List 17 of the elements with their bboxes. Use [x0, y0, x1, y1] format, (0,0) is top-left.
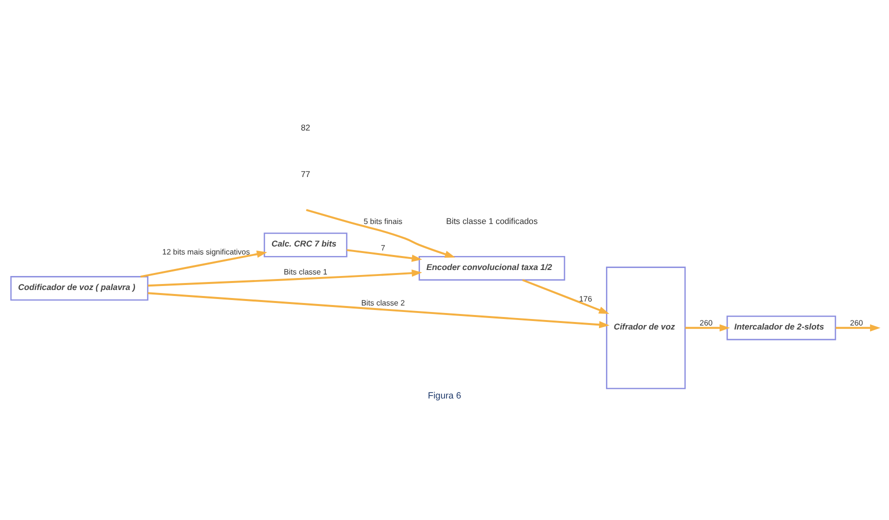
arrow	[685, 324, 730, 332]
node-box: Calc. CRC 7 bits	[264, 232, 348, 258]
arrow	[306, 209, 456, 258]
node-box: Codificador de voz ( palavra )	[10, 276, 148, 301]
arrow	[346, 249, 422, 262]
label: Bits classe 1 codificados	[446, 216, 538, 226]
arrow	[140, 250, 268, 278]
caption: Figura 6	[428, 390, 462, 400]
arrow	[522, 279, 610, 314]
node-box: Intercalador de 2-slots	[726, 316, 836, 340]
node-box: Encoder convolucional taxa 1/2	[418, 256, 566, 281]
label: 77	[300, 169, 310, 180]
arrow	[148, 292, 610, 328]
arrow	[148, 269, 422, 287]
arrow	[836, 324, 880, 332]
node-box: Cifrador de voz	[606, 266, 686, 390]
label: 82	[300, 122, 310, 132]
